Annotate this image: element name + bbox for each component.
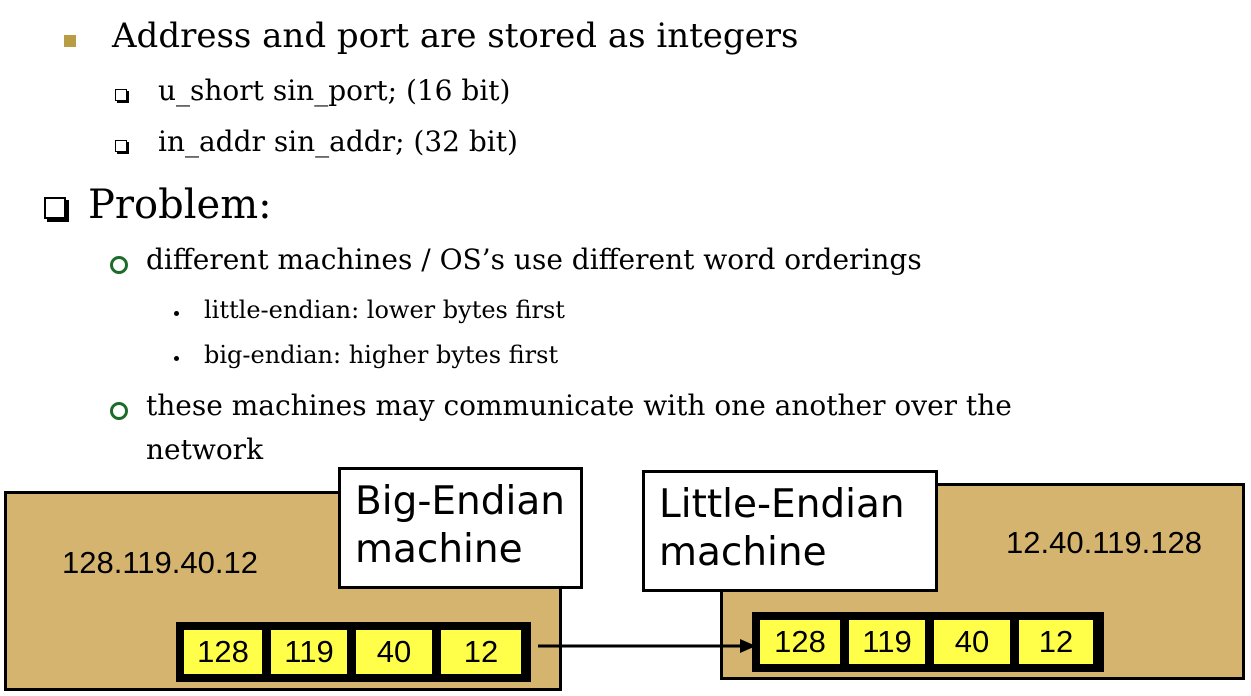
sub-bullet-little-endian: little-endian: lower bytes first [204, 296, 565, 324]
bullet-word-orderings: different machines / OS’s use different … [146, 243, 922, 276]
bullet-address-port: Address and port are stored as integers [112, 16, 799, 56]
byte-cell: 119 [269, 628, 349, 676]
box-bullet-icon [115, 89, 127, 101]
big-endian-label: Big-Endian machine [338, 467, 583, 589]
byte-cell: 12 [1017, 618, 1095, 666]
byte-cell: 12 [439, 628, 523, 676]
byte-cell: 119 [847, 618, 927, 666]
dot-bullet-icon [174, 311, 179, 316]
sub-bullet-addr: in_addr sin_addr; (32 bit) [158, 125, 518, 158]
big-endian-bytes: 128 119 40 12 [176, 622, 531, 682]
little-endian-address: 12.40.119.128 [1006, 525, 1202, 560]
square-bullet-icon [64, 35, 76, 47]
arrow-head-icon [740, 639, 756, 653]
little-endian-label: Little-Endian machine [642, 470, 938, 592]
byte-cell: 128 [758, 618, 842, 666]
circle-bullet-icon [110, 256, 128, 274]
dot-bullet-icon [174, 356, 179, 361]
little-endian-label-line1: Little-Endian [659, 482, 905, 527]
box-bullet-icon [115, 140, 127, 152]
bullet-communicate-line2: network [146, 433, 264, 466]
little-endian-bytes: 128 119 40 12 [752, 612, 1104, 672]
byte-cell: 128 [182, 628, 264, 676]
byte-cell: 40 [354, 628, 434, 676]
little-endian-label-line2: machine [659, 530, 827, 575]
big-endian-label-line1: Big-Endian [355, 479, 565, 524]
sub-bullet-big-endian: big-endian: higher bytes first [204, 341, 559, 369]
bullet-problem: Problem: [88, 182, 272, 228]
byte-cell: 40 [932, 618, 1012, 666]
sub-bullet-port: u_short sin_port; (16 bit) [158, 74, 511, 107]
box-bullet-icon [44, 197, 66, 219]
circle-bullet-icon [110, 402, 128, 420]
bullet-communicate-line1: these machines may communicate with one … [146, 389, 1012, 422]
big-endian-label-line2: machine [355, 527, 523, 572]
big-endian-address: 128.119.40.12 [62, 545, 258, 580]
